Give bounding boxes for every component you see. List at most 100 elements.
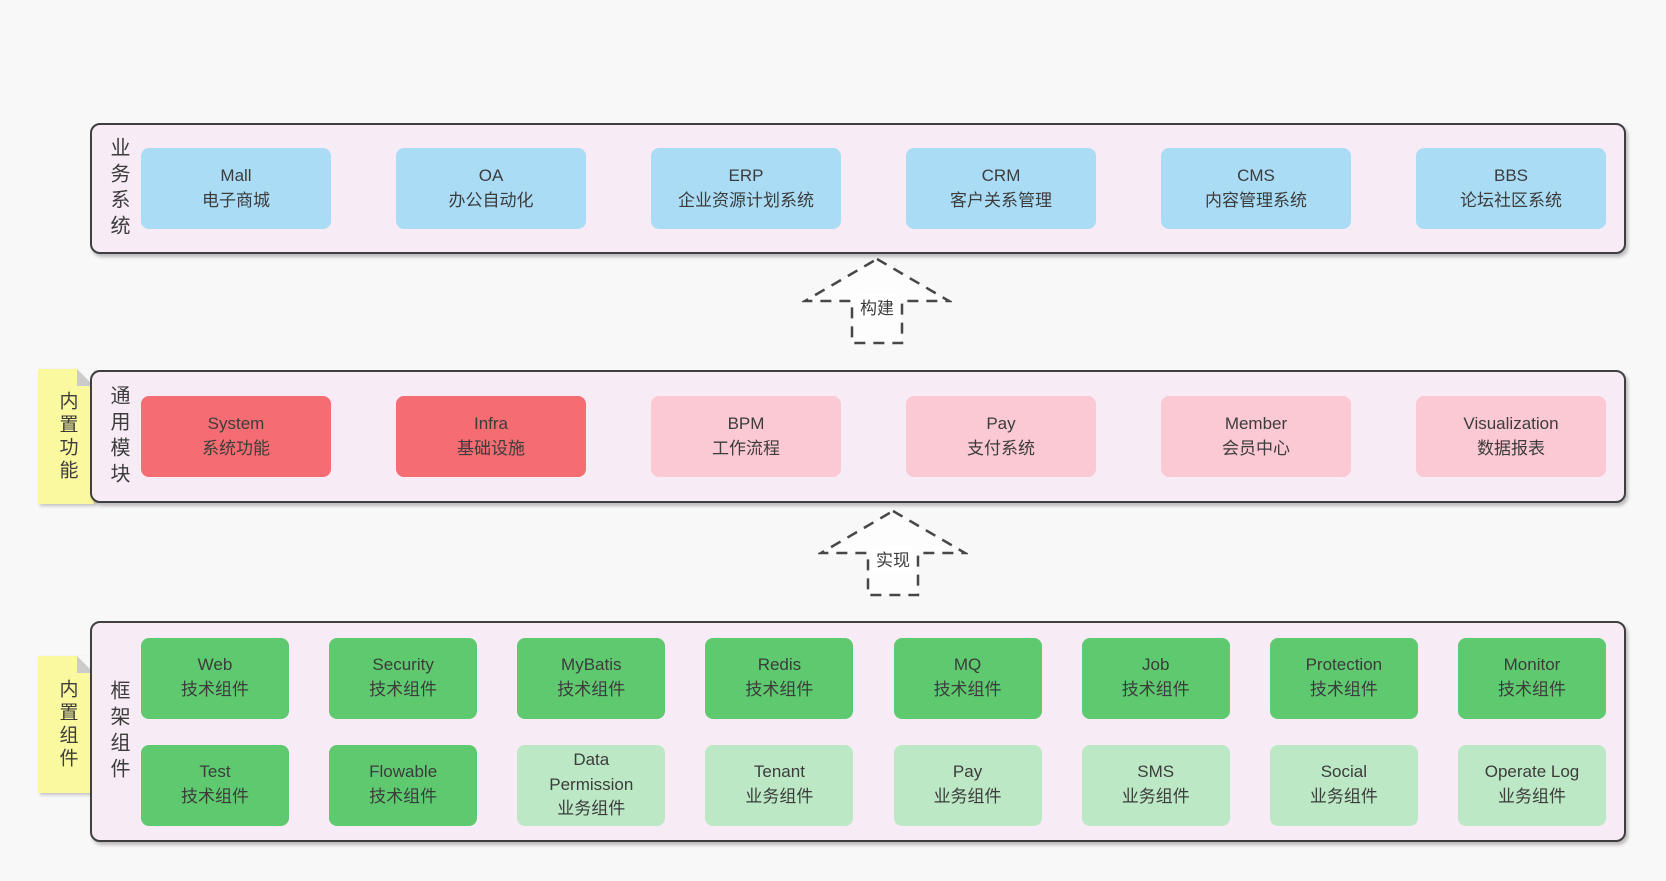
box-title: Protection (1305, 655, 1383, 675)
box-pay-biz: Pay 业务组件 (893, 744, 1042, 826)
box-title: Security (372, 655, 434, 675)
box-title: Operate Log (1484, 762, 1580, 782)
box-subtitle: 技术组件 (745, 680, 814, 699)
box-protection: Protection 技术组件 (1269, 637, 1418, 719)
box-tenant: Tenant 业务组件 (705, 744, 854, 826)
panel-business-systems: 业务系统 Mall 电子商城 OA 办公自动化 ERP 企业资源计划系统 CRM… (90, 123, 1626, 254)
panel-label-framework-components: 框架组件 (107, 679, 129, 784)
box-visualization: Visualization 数据报表 (1416, 396, 1606, 477)
box-title: CRM (981, 165, 1021, 185)
box-subtitle: 技术组件 (369, 680, 438, 699)
box-subtitle: 技术组件 (1309, 680, 1378, 699)
box-subtitle: 业务组件 (933, 787, 1002, 806)
box-operate-log: Operate Log 业务组件 (1457, 744, 1606, 826)
box-subtitle: 办公自动化 (448, 190, 534, 210)
box-title: MyBatis (561, 655, 622, 675)
box-erp: ERP 企业资源计划系统 (651, 148, 841, 229)
box-subtitle: 技术组件 (181, 787, 249, 806)
box-title: Mall (220, 165, 252, 185)
box-title: BPM (727, 413, 765, 433)
box-subtitle: 业务组件 (1497, 787, 1566, 806)
box-mybatis: MyBatis 技术组件 (517, 637, 666, 719)
box-title: Job (1141, 655, 1170, 675)
box-subtitle: 电子商城 (202, 190, 270, 210)
box-infra: Infra 基础设施 (396, 396, 586, 477)
box-subtitle: 业务组件 (1121, 787, 1190, 806)
box-subtitle: 企业资源计划系统 (678, 190, 814, 210)
box-title: Pay (986, 413, 1016, 433)
tag-built-in-components: 内置组件 (38, 656, 94, 793)
box-title: Pay (952, 762, 983, 782)
box-data-permission: Data Permission 业务组件 (517, 744, 666, 826)
box-title: Member (1224, 413, 1288, 433)
box-title: Flowable (369, 762, 438, 782)
box-crm: CRM 客户关系管理 (906, 148, 1096, 229)
box-security: Security 技术组件 (329, 637, 478, 719)
arrow-build-label: 构建 (857, 294, 897, 319)
box-subtitle: 客户关系管理 (950, 190, 1052, 210)
box-pay: Pay 支付系统 (906, 396, 1096, 477)
box-subtitle: 内容管理系统 (1205, 190, 1307, 210)
box-title: Monitor (1503, 655, 1561, 675)
box-subtitle: 基础设施 (457, 438, 525, 458)
box-mq: MQ 技术组件 (893, 637, 1042, 719)
box-subtitle: 业务组件 (1309, 787, 1378, 806)
box-subtitle: 系统功能 (202, 438, 270, 458)
panel-label-business-systems: 业务系统 (107, 136, 129, 241)
box-title: MQ (953, 655, 982, 675)
box-oa: OA 办公自动化 (396, 148, 586, 229)
box-social: Social 业务组件 (1269, 744, 1418, 826)
box-subtitle: 论坛社区系统 (1460, 190, 1562, 210)
box-subtitle: 技术组件 (1121, 680, 1190, 699)
box-title: OA (478, 165, 504, 185)
box-title: Social (1320, 762, 1367, 782)
box-title: Redis (757, 655, 802, 675)
box-subtitle: 技术组件 (1497, 680, 1566, 699)
box-title: Tenant (753, 762, 805, 782)
business-systems-boxes: Mall 电子商城 OA 办公自动化 ERP 企业资源计划系统 CRM 客户关系… (129, 148, 1624, 229)
box-title: Infra (473, 413, 509, 433)
box-subtitle: 业务组件 (557, 799, 626, 819)
arrow-implement: 实现 (816, 508, 970, 598)
box-member: Member 会员中心 (1161, 396, 1351, 477)
box-sms: SMS 业务组件 (1081, 744, 1230, 826)
arrow-implement-label: 实现 (873, 546, 913, 571)
box-mall: Mall 电子商城 (141, 148, 331, 229)
box-system: System 系统功能 (141, 396, 331, 477)
box-title: Web (197, 655, 233, 675)
box-title: Data Permission (549, 750, 634, 794)
box-bpm: BPM 工作流程 (651, 396, 841, 477)
box-title: BBS (1493, 165, 1529, 185)
box-web: Web 技术组件 (141, 637, 289, 719)
box-cms: CMS 内容管理系统 (1161, 148, 1351, 229)
panel-common-modules: 通用模块 System 系统功能 Infra 基础设施 BPM 工作流程 Pay… (90, 370, 1626, 503)
panel-framework-components: 框架组件 Web 技术组件 Security 技术组件 MyBatis 技术组件… (90, 621, 1626, 842)
box-title: System (207, 413, 265, 433)
box-subtitle: 工作流程 (712, 438, 780, 458)
box-subtitle: 技术组件 (933, 680, 1002, 699)
box-test: Test 技术组件 (141, 744, 289, 826)
tag-built-in-features: 内置功能 (38, 369, 94, 504)
common-modules-boxes: System 系统功能 Infra 基础设施 BPM 工作流程 Pay 支付系统… (129, 396, 1624, 477)
box-subtitle: 会员中心 (1222, 438, 1290, 458)
box-job: Job 技术组件 (1081, 637, 1230, 719)
box-monitor: Monitor 技术组件 (1457, 637, 1606, 719)
box-flowable: Flowable 技术组件 (329, 744, 478, 826)
box-bbs: BBS 论坛社区系统 (1416, 148, 1606, 229)
framework-components-boxes: Web 技术组件 Security 技术组件 MyBatis 技术组件 Redi… (129, 637, 1624, 826)
box-redis: Redis 技术组件 (705, 637, 854, 719)
tag-label: 内置功能 (56, 390, 78, 483)
box-subtitle: 技术组件 (369, 787, 438, 806)
box-subtitle: 数据报表 (1477, 438, 1545, 458)
box-title: Visualization (1463, 413, 1559, 433)
box-title: CMS (1237, 165, 1275, 185)
box-title: SMS (1137, 762, 1175, 782)
arrow-build: 构建 (800, 256, 954, 346)
box-subtitle: 支付系统 (967, 438, 1035, 458)
box-title: ERP (728, 165, 764, 185)
box-title: Test (199, 762, 231, 782)
box-subtitle: 技术组件 (557, 680, 626, 699)
box-subtitle: 业务组件 (745, 787, 814, 806)
box-subtitle: 技术组件 (181, 680, 249, 699)
